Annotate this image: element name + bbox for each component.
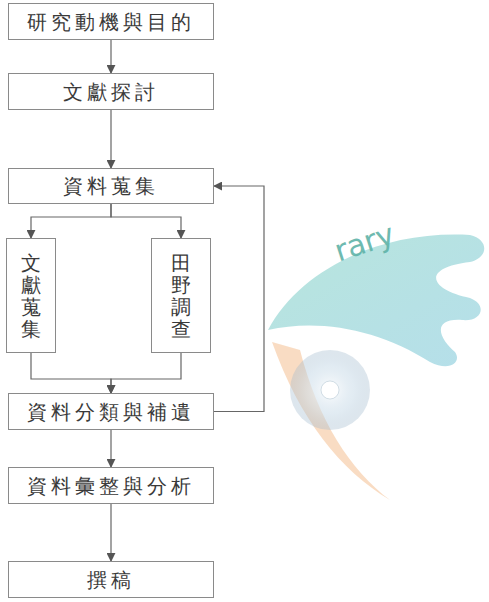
- flow-arrow: [111, 204, 181, 238]
- process-box: 資料蒐集: [8, 168, 214, 204]
- disc-hole: [321, 381, 339, 399]
- process-box: 資料分類與補遺: [8, 393, 214, 430]
- flow-arrow: [110, 504, 111, 561]
- node-label: 資料蒐集: [63, 174, 159, 198]
- vertical-process-box: 文獻蒐集: [6, 238, 56, 353]
- process-box: 撰稿: [8, 561, 214, 598]
- process-box: 資料彙整與分析: [8, 467, 214, 504]
- flow-arrow: [110, 430, 111, 467]
- node-label: 研究動機與目的: [27, 10, 195, 34]
- watermark-text: rary: [330, 216, 399, 268]
- flow-arrow: [111, 353, 181, 393]
- flow-arrow: [110, 110, 111, 168]
- node-label: 文獻蒐集: [21, 252, 41, 340]
- node-label: 文獻探討: [63, 80, 159, 104]
- node-label: 資料分類與補遺: [27, 400, 195, 424]
- process-box: 研究動機與目的: [8, 3, 214, 40]
- node-label: 資料彙整與分析: [27, 474, 195, 498]
- node-label: 撰稿: [87, 568, 135, 592]
- disc: [290, 350, 370, 430]
- process-box: 文獻探討: [8, 73, 214, 110]
- flow-arrow: [110, 40, 111, 73]
- flow-arrow: [214, 186, 264, 412]
- flow-arrow: [31, 353, 111, 393]
- vertical-process-box: 田野調查: [151, 238, 211, 353]
- node-label: 田野調查: [171, 252, 191, 340]
- flow-arrow: [31, 204, 111, 238]
- eye-lower-arc: [272, 342, 390, 500]
